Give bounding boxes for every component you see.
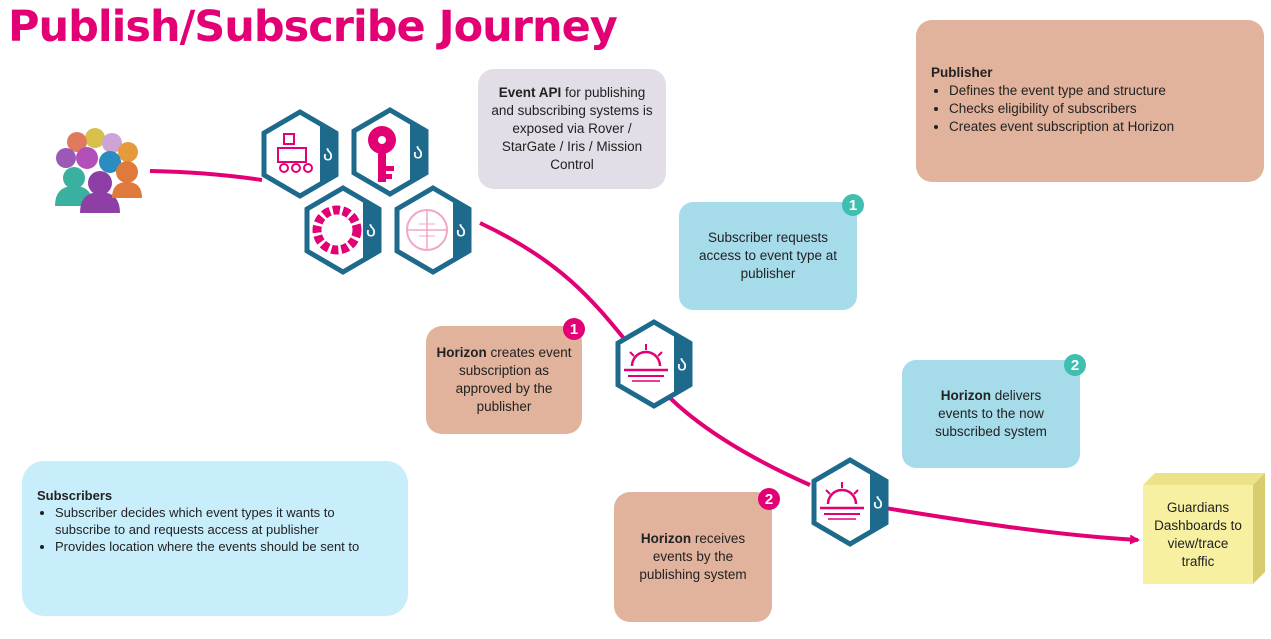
svg-text:ა: ა [456,217,466,241]
horizon-delivers-box: Horizon delivers events to the now subsc… [902,360,1080,468]
sunrise-horizon-icon: ა [615,319,693,409]
horizon-delivers-text: delivers events to the now subscribed sy… [935,388,1047,439]
step-badge: 1 [842,194,864,216]
subscribers-box: Subscribers Subscriber decides which eve… [22,461,408,616]
target-icon: ა [394,185,472,275]
subscriber-request-text: Subscriber requests access to event type… [698,230,838,281]
step-badge: 2 [1064,354,1086,376]
event-api-box: Event API for publishing and subscribing… [478,69,666,189]
rover-robot-icon: ა [261,109,339,199]
horizon-receives-text: receives events by the publishing system [639,531,747,582]
subscribers-list: Subscriber decides which event types it … [37,504,388,555]
page-title: Publish/Subscribe Journey [8,2,618,52]
horizon-receives-bold: Horizon [640,531,692,546]
list-item: Subscriber decides which event types it … [55,504,388,538]
horizon-delivers-bold: Horizon [940,388,991,403]
svg-text:ა: ა [677,351,687,375]
connector-to-guardians [884,506,1140,545]
publisher-heading: Publisher [931,65,993,80]
list-item: Provides location where the events shoul… [55,538,388,555]
people-group-icon [55,128,142,213]
event-api-text: for publishing and subscribing systems i… [491,85,653,172]
key-icon: ა [351,107,429,197]
connector-people-to-icons [149,169,263,182]
subscriber-request-box: Subscriber requests access to event type… [679,202,857,310]
step-badge: 2 [758,488,780,510]
list-item: Checks eligibility of subscribers [949,100,1250,118]
step-badge: 1 [563,318,585,340]
sunrise-horizon-icon: ა [811,457,889,547]
horizon-creates-box: Horizon creates event subscription as ap… [426,326,582,434]
guardians-text: Guardians Dashboards to view/trace traff… [1154,499,1242,569]
horizon-receives-box: Horizon receives events by the publishin… [614,492,772,622]
publisher-list: Defines the event type and structure Che… [931,82,1250,136]
svg-text:ა: ა [366,217,376,241]
subscribers-heading: Subscribers [37,488,113,503]
list-item: Creates event subscription at Horizon [949,118,1250,136]
svg-text:ა: ა [413,139,423,163]
horizon-creates-text: creates event subscription as approved b… [455,345,572,414]
gear-ring-icon: ა [304,185,382,275]
guardians-box-shape [1143,473,1265,584]
svg-text:ა: ა [873,489,883,513]
list-item: Defines the event type and structure [949,82,1250,100]
guardians-dashboards-box: Guardians Dashboards to view/trace traff… [1143,485,1253,584]
event-api-bold: Event API [498,85,562,100]
horizon-creates-bold: Horizon [436,345,487,360]
svg-text:ა: ა [323,141,333,165]
publisher-box: Publisher Defines the event type and str… [916,20,1264,182]
